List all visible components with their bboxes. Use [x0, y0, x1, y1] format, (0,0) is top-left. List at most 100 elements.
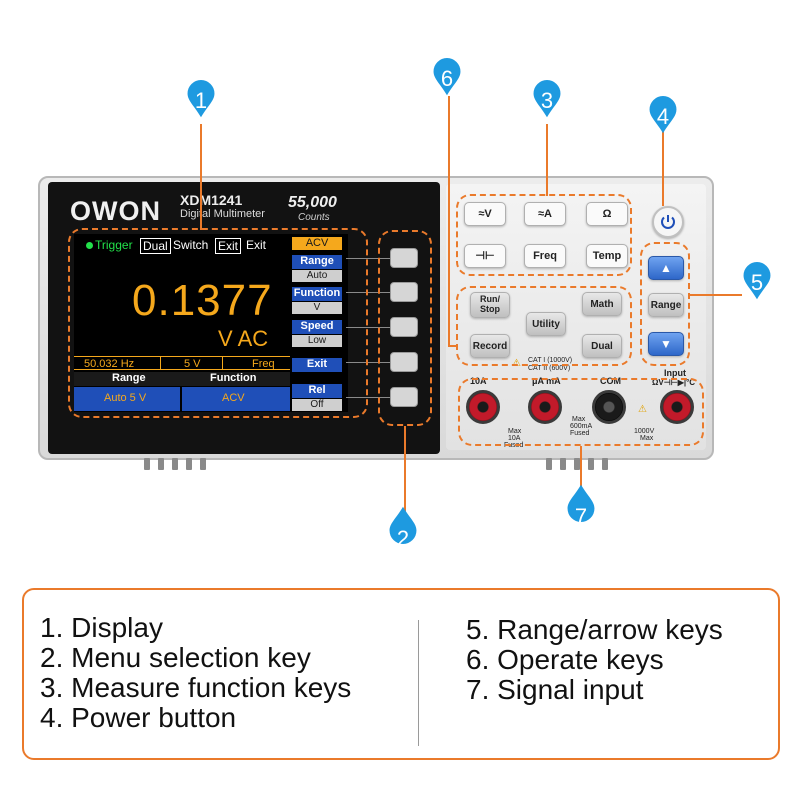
- callout-region-display: [68, 228, 368, 418]
- soft-label-acv: ACV: [292, 237, 342, 250]
- exit-label: Exit: [246, 238, 267, 252]
- callout-number-3: 3: [540, 88, 554, 113]
- utility-key[interactable]: Utility: [526, 312, 566, 336]
- range-header: Range: [112, 372, 146, 384]
- fuse-10a-line2: 10A: [508, 435, 521, 442]
- callout-line-5: [690, 294, 742, 296]
- run-stop-key[interactable]: Run/ Stop: [470, 292, 510, 318]
- callout-line-2: [404, 426, 406, 516]
- main-reading: 0.1377: [132, 276, 273, 325]
- jack-ua-ma[interactable]: [528, 390, 562, 424]
- range-value: Auto 5 V: [104, 392, 147, 404]
- legend-item-power-button: 4. Power button: [40, 702, 237, 733]
- fuse-10a-line1: Max: [508, 428, 522, 435]
- callout-line-6-horizontal: [448, 345, 458, 347]
- legend-item-display: 1. Display: [40, 612, 163, 643]
- fuse-600ma-line2: 600mA: [570, 423, 593, 430]
- status-mode: Freq: [252, 358, 275, 370]
- status-separator: [160, 357, 161, 370]
- pin-marker-icon: [533, 80, 561, 118]
- soft-label-exit: Exit: [292, 358, 342, 372]
- legend-item-menu-selection: 2. Menu selection key: [40, 642, 311, 673]
- pin-marker-icon: [433, 58, 461, 96]
- screen-header-bar: [74, 372, 290, 386]
- legend-item-signal-input: 7. Signal input: [466, 674, 644, 705]
- cat2-label: CAT II (600V): [528, 365, 571, 372]
- legend-divider: [418, 620, 419, 746]
- pin-marker-icon: [187, 80, 215, 118]
- dual-label: Dual: [140, 238, 171, 254]
- legend-item-range-keys: 5. Range/arrow keys: [466, 614, 723, 645]
- callout-line-7: [580, 446, 582, 488]
- callout-line-3: [546, 124, 548, 196]
- trigger-label: Trigger: [95, 238, 133, 252]
- counts-value: 55,000: [288, 194, 337, 211]
- legend-box: [22, 588, 780, 760]
- connector-line: [346, 362, 390, 363]
- pin-marker-icon: [649, 96, 677, 134]
- trigger-indicator: Trigger: [86, 238, 133, 252]
- menu-softkey-1[interactable]: [390, 248, 418, 268]
- dual-key[interactable]: Dual: [582, 334, 622, 358]
- counts-label: Counts: [298, 212, 330, 223]
- callout-line-6-vertical: [448, 96, 450, 346]
- legend-item-operate-keys: 6. Operate keys: [466, 644, 664, 675]
- callout-number-2: 2: [396, 526, 410, 551]
- trigger-dot-icon: [86, 242, 93, 249]
- range-up-key[interactable]: ▲: [648, 256, 684, 280]
- menu-softkey-3[interactable]: [390, 317, 418, 337]
- ohm-key[interactable]: Ω: [586, 202, 628, 226]
- switch-label: Switch: [173, 238, 209, 252]
- callout-number-5: 5: [750, 270, 764, 295]
- fuse-600ma-line3: Fused: [570, 430, 590, 437]
- status-range: 5 V: [184, 358, 201, 370]
- pin-marker-icon: [567, 484, 595, 522]
- left-feet: [144, 458, 206, 470]
- connector-line: [346, 327, 390, 328]
- callout-number-1: 1: [194, 88, 208, 113]
- aca-key[interactable]: ≈A: [524, 202, 566, 226]
- function-header: Function: [210, 372, 257, 384]
- power-icon: [661, 215, 675, 229]
- warning-icon: ⚠: [512, 358, 521, 369]
- warning-icon: ⚠: [638, 404, 647, 415]
- callout-number-7: 7: [574, 504, 588, 529]
- brand-logo: OWON: [70, 196, 161, 226]
- callout-region-operate-keys: [456, 286, 632, 366]
- power-button[interactable]: [652, 206, 684, 238]
- reading-unit: V AC: [218, 326, 269, 351]
- acv-key[interactable]: ≈V: [464, 202, 506, 226]
- device-subtitle: Digital Multimeter: [180, 208, 265, 220]
- menu-softkey-5[interactable]: [390, 387, 418, 407]
- menu-softkey-4[interactable]: [390, 352, 418, 372]
- freq-key[interactable]: Freq: [524, 244, 566, 268]
- connector-line: [346, 397, 390, 398]
- menu-softkey-2[interactable]: [390, 282, 418, 302]
- pin-marker-icon: [389, 506, 417, 544]
- function-value-cell: [182, 387, 290, 411]
- callout-line-4: [662, 124, 664, 206]
- model-name: XDM1241: [180, 192, 243, 208]
- soft-label-speed-value: Low: [292, 335, 342, 347]
- soft-label-range-value: Auto: [292, 270, 342, 282]
- jack-label-voltage: ΩV⊣⊢▶|°C: [652, 378, 696, 387]
- status-row: [74, 356, 290, 370]
- range-value-cell: [74, 387, 180, 411]
- record-key[interactable]: Record: [470, 334, 510, 358]
- legend-item-measure-keys: 3. Measure function keys: [40, 672, 352, 703]
- cat1-label: CAT I (1000V): [528, 357, 573, 364]
- callout-region-signal-input: [458, 378, 704, 446]
- jack-label-com: COM: [600, 376, 621, 386]
- connector-line: [346, 292, 390, 293]
- soft-label-function: Function: [292, 287, 342, 301]
- jack-voltage[interactable]: [660, 390, 694, 424]
- range-key[interactable]: Range: [648, 293, 684, 317]
- connector-line: [346, 258, 390, 259]
- exit-box-label: Exit: [215, 238, 242, 254]
- jack-com[interactable]: [592, 390, 626, 424]
- jack-10a[interactable]: [466, 390, 500, 424]
- soft-label-function-value: V: [292, 302, 342, 314]
- capacitance-key[interactable]: ⊣⊢: [464, 244, 506, 268]
- math-key[interactable]: Math: [582, 292, 622, 316]
